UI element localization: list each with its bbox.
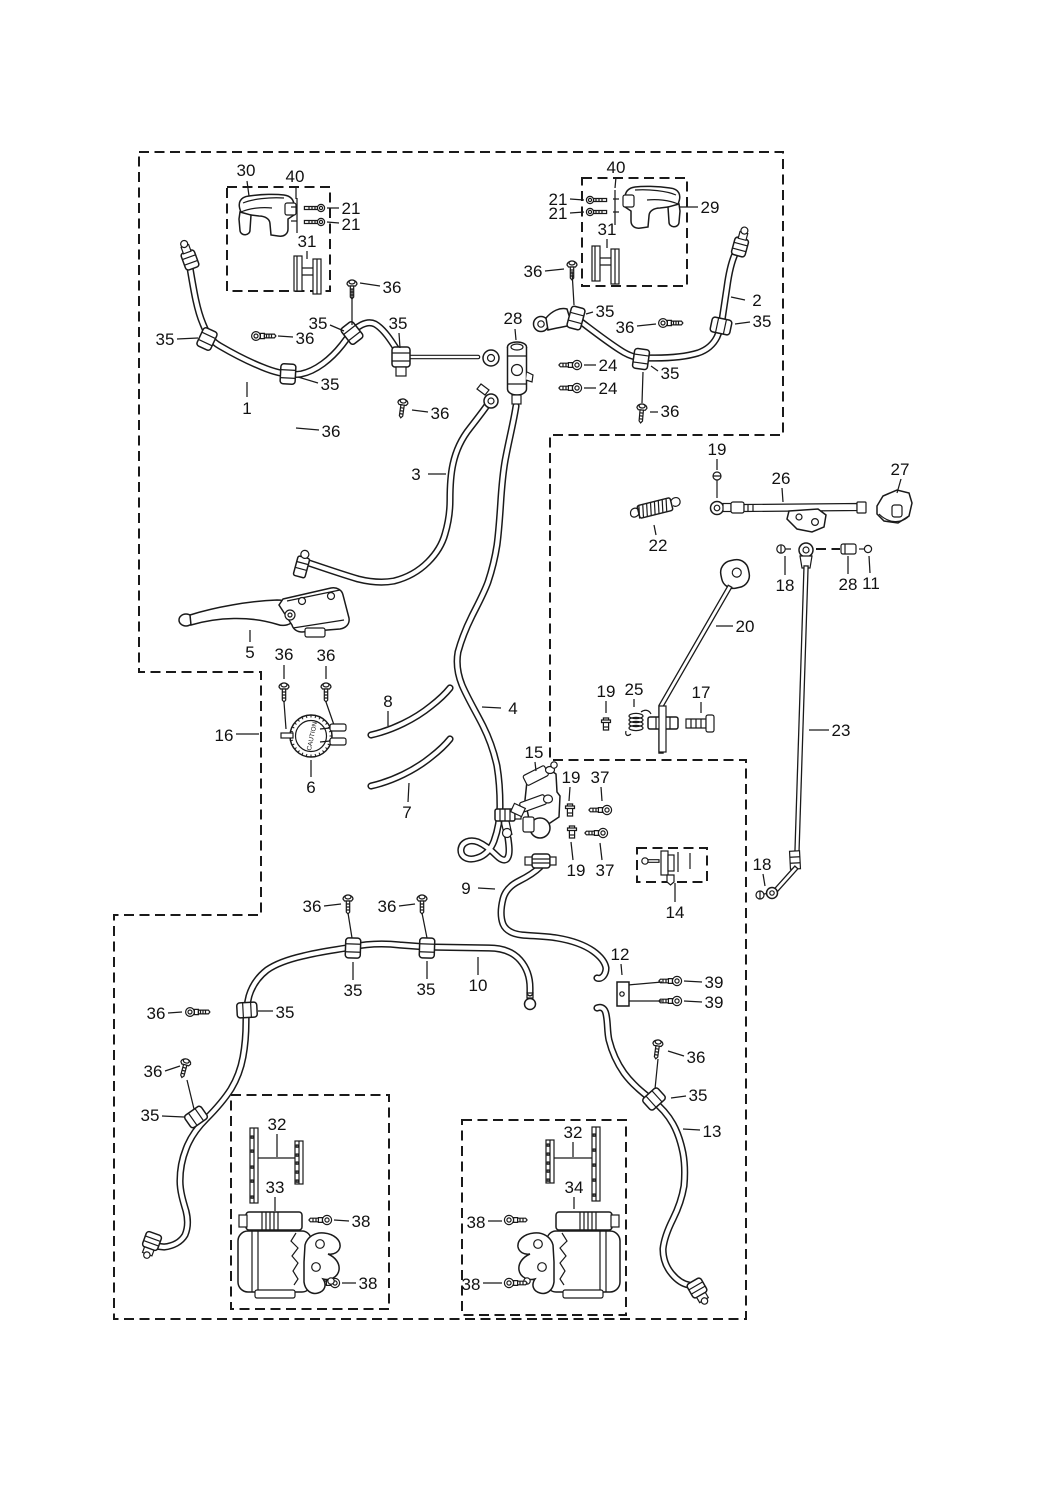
svg-text:37: 37 <box>596 861 615 880</box>
svg-text:21: 21 <box>549 204 568 223</box>
svg-text:36: 36 <box>147 1004 166 1023</box>
svg-text:32: 32 <box>268 1115 287 1134</box>
svg-text:37: 37 <box>591 768 610 787</box>
svg-text:36: 36 <box>431 404 450 423</box>
svg-text:13: 13 <box>703 1122 722 1141</box>
svg-text:29: 29 <box>701 198 720 217</box>
svg-text:35: 35 <box>661 364 680 383</box>
svg-text:23: 23 <box>832 721 851 740</box>
svg-text:35: 35 <box>344 981 363 1000</box>
svg-text:36: 36 <box>383 278 402 297</box>
svg-text:39: 39 <box>705 973 724 992</box>
svg-text:24: 24 <box>599 356 618 375</box>
svg-text:35: 35 <box>141 1106 160 1125</box>
svg-text:7: 7 <box>402 803 411 822</box>
svg-text:25: 25 <box>625 680 644 699</box>
svg-text:35: 35 <box>156 330 175 349</box>
svg-text:38: 38 <box>467 1213 486 1232</box>
svg-text:21: 21 <box>549 190 568 209</box>
svg-text:10: 10 <box>469 976 488 995</box>
svg-text:5: 5 <box>245 643 254 662</box>
svg-text:34: 34 <box>565 1178 584 1197</box>
svg-text:1: 1 <box>242 399 251 418</box>
svg-text:21: 21 <box>342 215 361 234</box>
svg-text:36: 36 <box>317 646 336 665</box>
svg-text:33: 33 <box>266 1178 285 1197</box>
svg-text:32: 32 <box>564 1123 583 1142</box>
svg-text:4: 4 <box>508 699 517 718</box>
svg-text:35: 35 <box>689 1086 708 1105</box>
svg-text:28: 28 <box>839 575 858 594</box>
svg-text:18: 18 <box>753 855 772 874</box>
svg-text:12: 12 <box>611 945 630 964</box>
svg-text:30: 30 <box>237 161 256 180</box>
svg-text:9: 9 <box>461 879 470 898</box>
svg-text:19: 19 <box>708 440 727 459</box>
svg-text:31: 31 <box>298 232 317 251</box>
svg-text:19: 19 <box>567 861 586 880</box>
svg-text:2: 2 <box>752 291 761 310</box>
svg-text:27: 27 <box>891 460 910 479</box>
svg-text:39: 39 <box>705 993 724 1012</box>
svg-text:38: 38 <box>352 1212 371 1231</box>
svg-text:24: 24 <box>599 379 618 398</box>
svg-text:35: 35 <box>389 314 408 333</box>
svg-text:35: 35 <box>417 980 436 999</box>
svg-text:26: 26 <box>772 469 791 488</box>
svg-text:36: 36 <box>144 1062 163 1081</box>
svg-text:38: 38 <box>462 1275 481 1294</box>
svg-text:36: 36 <box>322 422 341 441</box>
svg-text:36: 36 <box>275 645 294 664</box>
svg-text:16: 16 <box>215 726 234 745</box>
svg-text:19: 19 <box>562 768 581 787</box>
svg-text:28: 28 <box>504 309 523 328</box>
svg-text:36: 36 <box>524 262 543 281</box>
svg-text:35: 35 <box>276 1003 295 1022</box>
svg-text:36: 36 <box>616 318 635 337</box>
svg-text:36: 36 <box>296 329 315 348</box>
svg-text:36: 36 <box>687 1048 706 1067</box>
svg-text:19: 19 <box>597 682 616 701</box>
svg-text:36: 36 <box>303 897 322 916</box>
svg-text:35: 35 <box>309 314 328 333</box>
svg-text:11: 11 <box>862 574 880 593</box>
svg-text:6: 6 <box>306 778 315 797</box>
svg-text:22: 22 <box>649 536 668 555</box>
svg-text:8: 8 <box>383 692 392 711</box>
svg-text:21: 21 <box>342 199 361 218</box>
svg-text:36: 36 <box>378 897 397 916</box>
svg-text:36: 36 <box>661 402 680 421</box>
svg-text:14: 14 <box>666 903 685 922</box>
svg-text:35: 35 <box>753 312 772 331</box>
svg-text:35: 35 <box>596 302 615 321</box>
svg-text:17: 17 <box>692 683 711 702</box>
svg-text:15: 15 <box>525 743 544 762</box>
svg-text:18: 18 <box>776 576 795 595</box>
svg-text:20: 20 <box>736 617 755 636</box>
svg-text:3: 3 <box>411 465 420 484</box>
svg-text:31: 31 <box>598 220 617 239</box>
svg-text:38: 38 <box>359 1274 378 1293</box>
svg-text:40: 40 <box>286 167 305 186</box>
svg-text:35: 35 <box>321 375 340 394</box>
svg-text:40: 40 <box>607 158 626 177</box>
